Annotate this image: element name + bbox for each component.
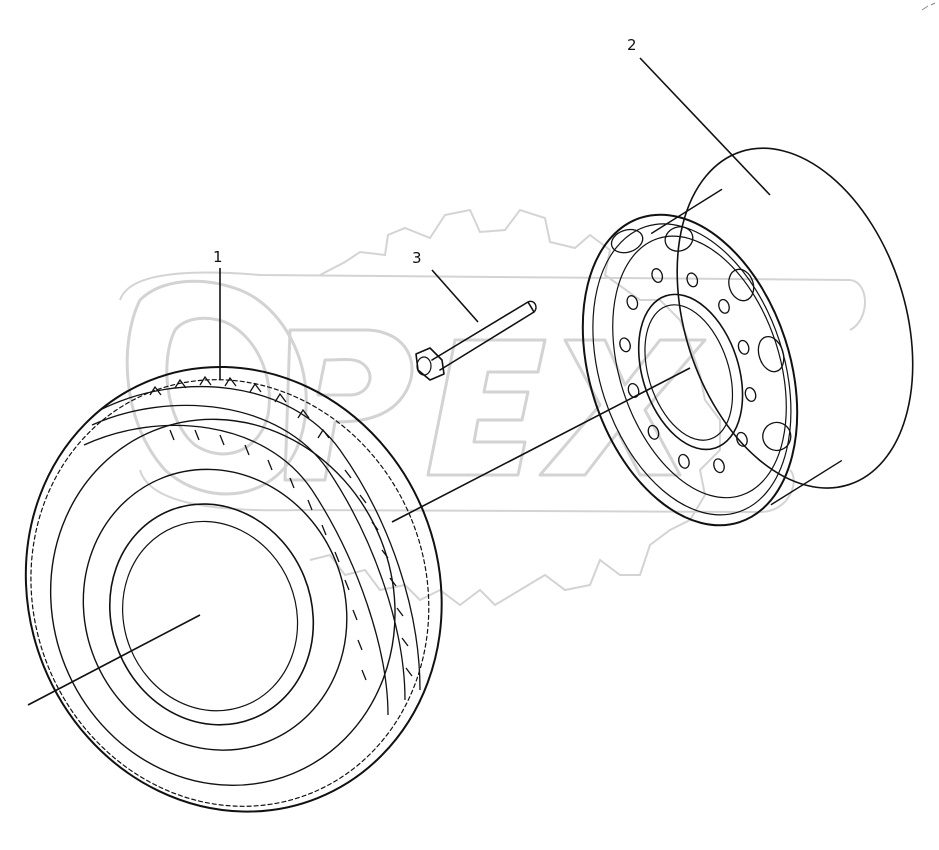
valve-stem: [415, 300, 537, 381]
leader-lines: [27, 57, 771, 706]
callout-1: 1: [213, 248, 223, 266]
leader-line-3: [431, 269, 479, 323]
watermark: [119, 208, 866, 607]
corner-mark: [921, 2, 936, 11]
wheel-bolt-holes: [619, 268, 757, 474]
watermark-letter-p: [283, 328, 414, 482]
leader-line-2: [639, 57, 771, 196]
watermark-letter-x: [538, 338, 707, 477]
wheel-rim: [581, 147, 914, 527]
watermark-letter-e: [426, 338, 547, 477]
tire-tread: [83, 375, 421, 716]
callout-3: 3: [412, 249, 422, 267]
tire: [24, 365, 443, 813]
axis-line: [27, 367, 691, 706]
callout-2: 2: [627, 36, 637, 54]
watermark-gear-icon: [309, 208, 721, 607]
wheel-vent-holes: [610, 226, 792, 452]
